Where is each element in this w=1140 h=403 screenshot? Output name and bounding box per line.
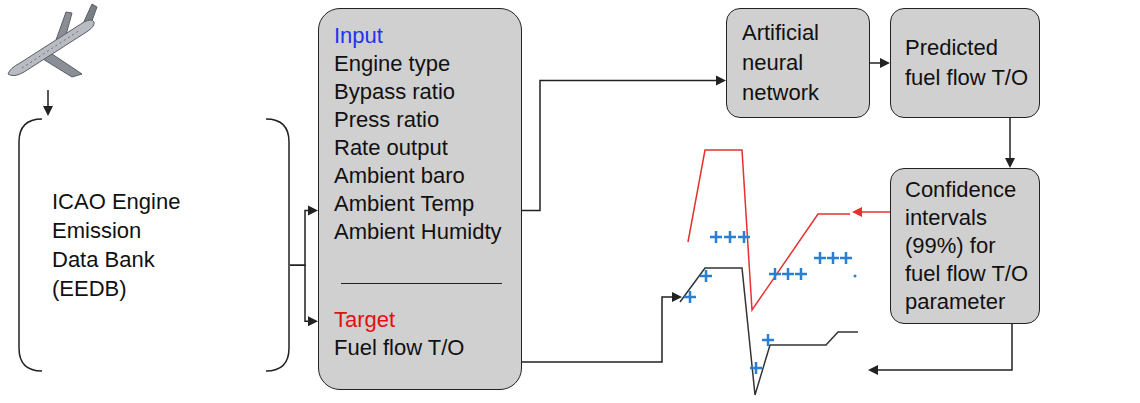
connector-arrow	[870, 58, 890, 68]
node-label: Ambient baro	[334, 162, 509, 190]
node-label: Confidence intervals (99%) for fuel flow…	[905, 176, 1029, 316]
data-point-markers	[684, 231, 852, 374]
node-label: Bypass ratio	[334, 78, 509, 106]
node-label: ICAO Engine Emission Data Bank (EEDB)	[52, 187, 188, 303]
connector-arrow	[522, 76, 726, 211]
connector-line	[290, 210, 310, 265]
source-arrow	[43, 90, 53, 116]
input-target-box: InputEngine typeBypass ratioPress ratioR…	[318, 8, 522, 390]
lower-bound-leader	[868, 321, 1012, 375]
upper-bound-leader	[852, 207, 890, 217]
connector-arrow	[290, 265, 318, 326]
node-label: Rate output	[334, 134, 509, 162]
node-label: Press ratio	[334, 106, 509, 134]
bracket-outline	[18, 118, 290, 372]
arrow-head	[716, 76, 726, 86]
arrow-head	[880, 58, 890, 68]
process-box: Artificial neural network	[726, 8, 870, 118]
node-label: Input	[334, 22, 509, 50]
connector-line	[1009, 118, 1011, 160]
node-label: Ambient Humidty	[334, 218, 509, 246]
node-label: Engine type	[334, 50, 509, 78]
arrow-head	[308, 205, 318, 215]
target-leader	[522, 292, 682, 362]
connector-line	[290, 265, 310, 321]
fuel-flow-chart	[680, 150, 858, 395]
connector-arrow	[1005, 118, 1015, 168]
arrow-head	[1005, 158, 1015, 168]
process-box: Confidence intervals (99%) for fuel flow…	[890, 168, 1040, 324]
node-label: Target	[334, 306, 509, 334]
node-label: Fuel flow T/O	[334, 334, 509, 362]
connector-line	[522, 81, 718, 211]
node-label: Predicted fuel flow T/O	[905, 33, 1029, 93]
section-divider	[341, 283, 502, 284]
node-label: Artificial neural network	[742, 18, 859, 108]
airplane-icon	[8, 4, 97, 77]
process-box: Predicted fuel flow T/O	[890, 8, 1040, 118]
data-source-bracket: ICAO Engine Emission Data Bank (EEDB)	[18, 118, 290, 372]
connector-arrow	[290, 205, 318, 265]
arrow-head	[308, 316, 318, 326]
node-label: Ambient Temp	[334, 190, 509, 218]
